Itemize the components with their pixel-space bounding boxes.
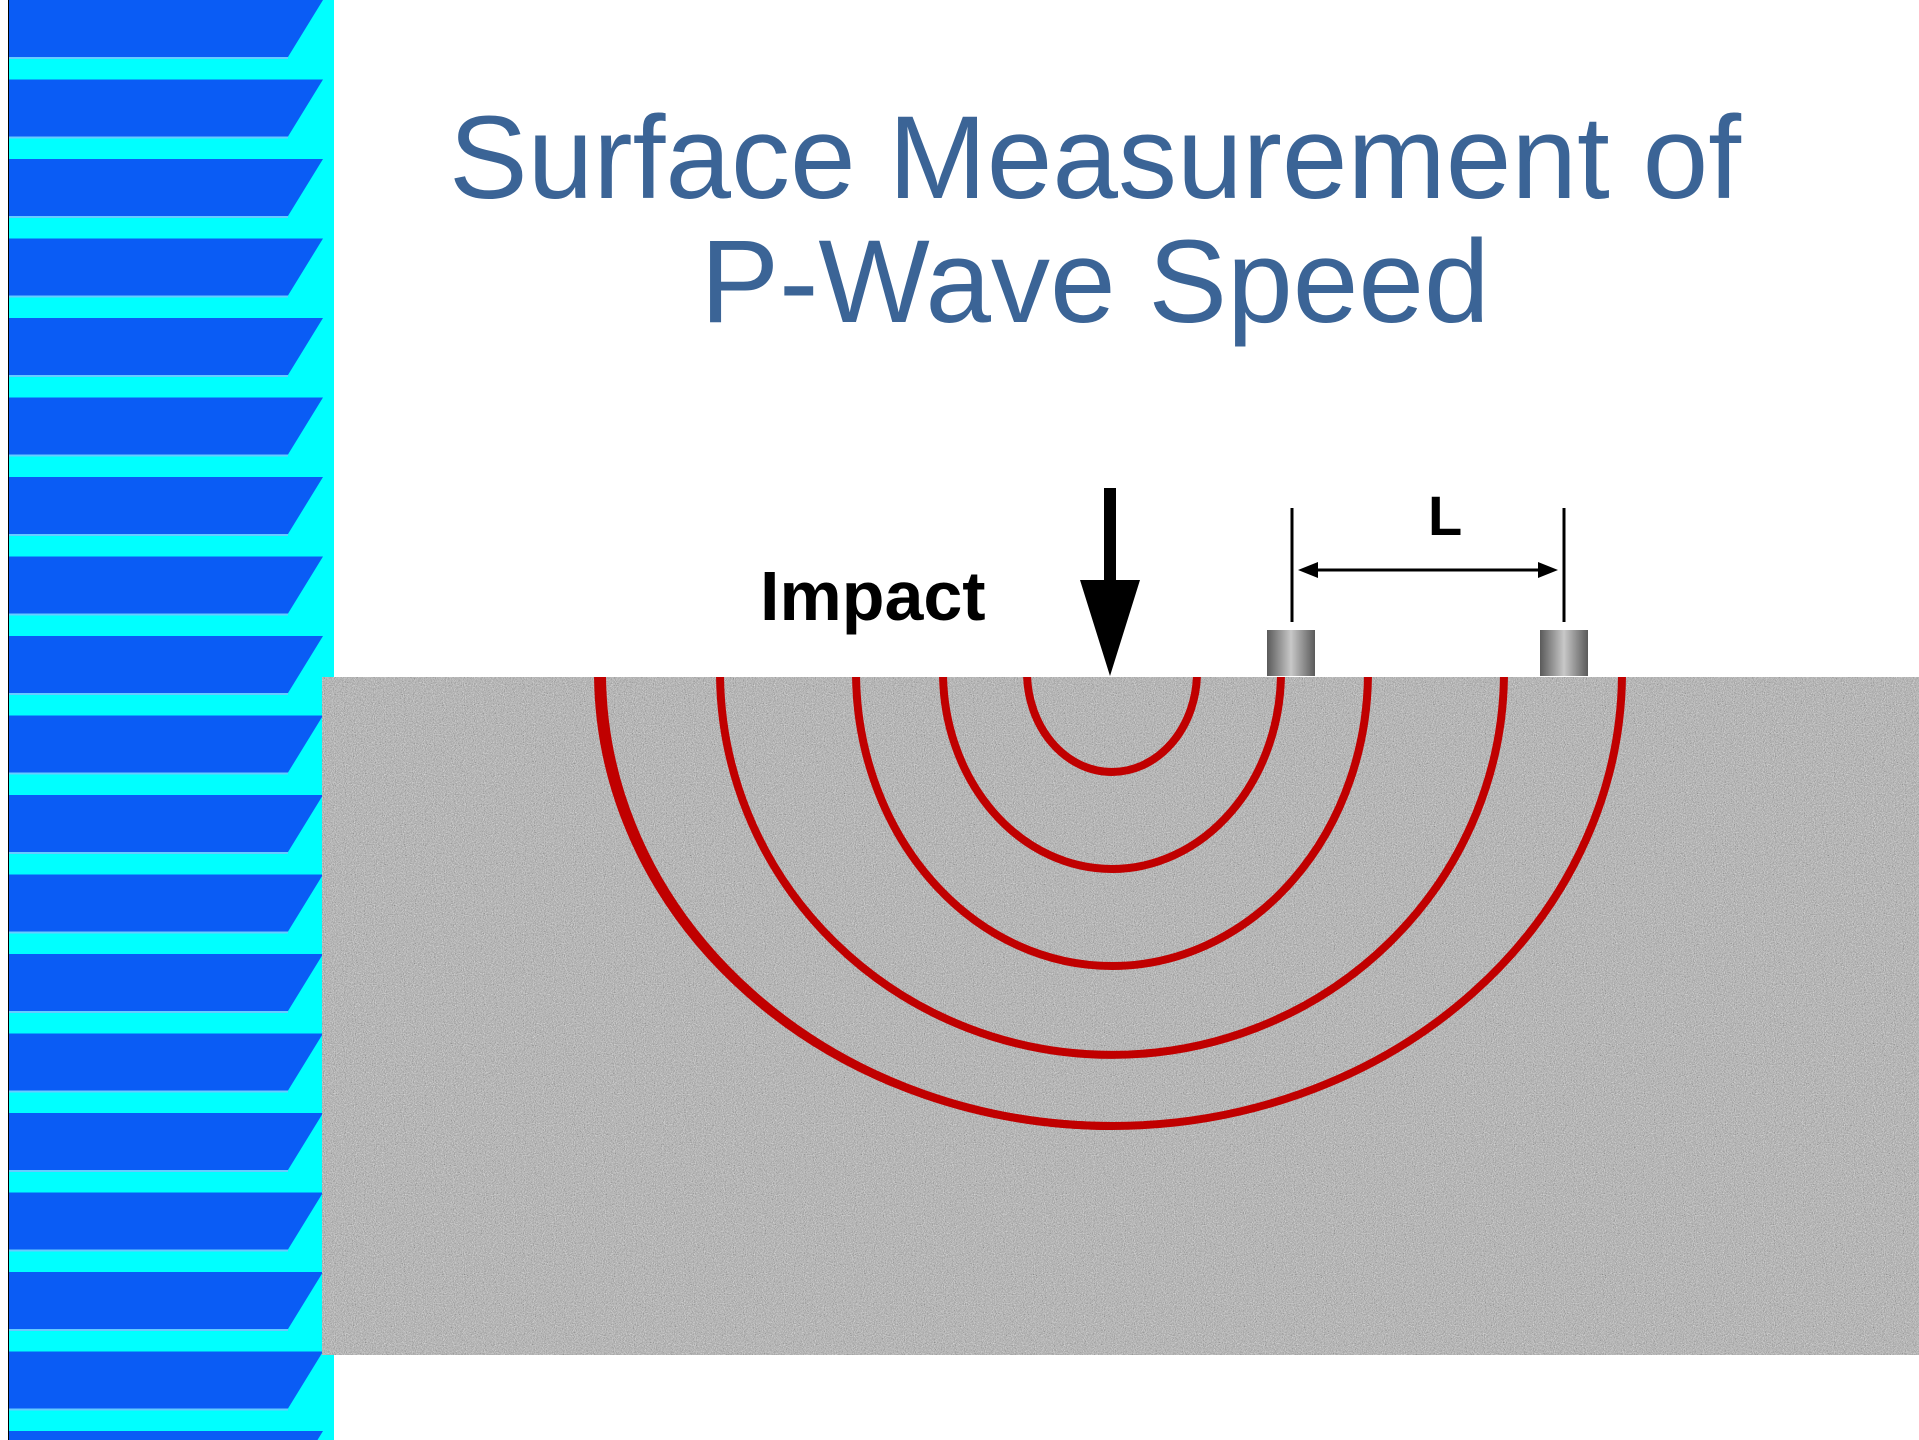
wavefront-1 xyxy=(1023,677,1201,776)
title-line-2: P-Wave Speed xyxy=(700,216,1490,348)
wavefront-4 xyxy=(716,677,1508,1059)
title-line-1: Surface Measurement of xyxy=(448,92,1742,224)
impact-label: Impact xyxy=(760,557,986,635)
wavefront-6 xyxy=(594,677,1113,1130)
wavefront-2 xyxy=(939,677,1285,873)
wavefront-3 xyxy=(852,677,1372,970)
sensor-right xyxy=(1540,630,1588,676)
distance-marker xyxy=(1290,508,1566,622)
distance-label: L xyxy=(1428,484,1463,547)
page-title: Surface Measurement of P-Wave Speed xyxy=(360,96,1830,344)
sensor-left xyxy=(1267,630,1315,676)
sidebar-stripes xyxy=(8,0,334,1440)
impact-arrow-icon xyxy=(1080,488,1140,676)
decorative-sidebar xyxy=(8,0,334,1440)
ground-block xyxy=(322,677,1919,1355)
